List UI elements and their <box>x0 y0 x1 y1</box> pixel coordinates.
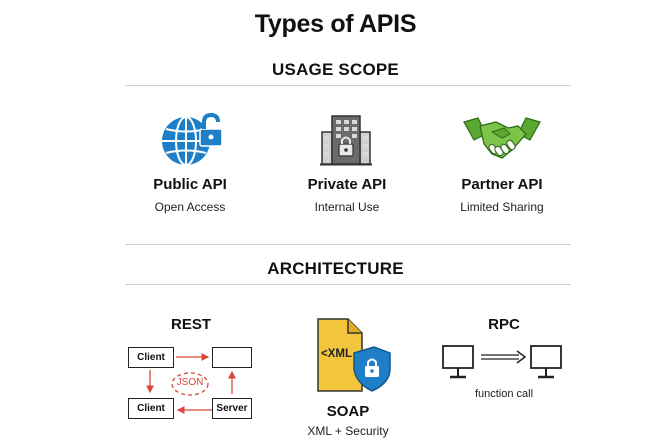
building-lock-icon <box>320 112 372 166</box>
rest-server-box: Server <box>212 398 252 419</box>
partner-api-subtitle: Limited Sharing <box>460 200 544 214</box>
architecture-divider <box>125 284 571 285</box>
rest-title: REST <box>170 316 211 333</box>
rest-json-label: JSON <box>176 377 204 388</box>
computer-icon <box>530 345 562 379</box>
computer-icon <box>442 345 474 379</box>
usage-scope-divider <box>125 85 571 86</box>
rpc-diagram <box>441 344 571 384</box>
public-api-title: Public API <box>153 176 227 193</box>
rest-client-top-label: Client <box>137 352 165 363</box>
rest-client-bottom-label: Client <box>137 403 165 414</box>
architecture-heading: ARCHITECTURE <box>267 259 404 278</box>
architecture-top-divider <box>125 244 571 245</box>
rest-client-top-box: Client <box>128 347 174 368</box>
public-api-subtitle: Open Access <box>154 200 226 214</box>
soap-subtitle: XML + Security <box>307 424 389 438</box>
page-title: Types of APIS <box>254 10 417 38</box>
rpc-caption: function call <box>474 388 534 400</box>
soap-title: SOAP <box>326 403 370 420</box>
rest-client-bottom-box: Client <box>128 398 174 419</box>
rest-empty-box <box>212 347 252 368</box>
private-api-subtitle: Internal Use <box>314 200 380 214</box>
rpc-title: RPC <box>488 316 520 333</box>
globe-lock-icon <box>158 112 228 168</box>
handshake-icon <box>462 114 542 164</box>
xml-document-shield-icon: <XML <box>314 317 392 393</box>
usage-scope-heading: USAGE SCOPE <box>272 60 399 79</box>
partner-api-title: Partner API <box>461 176 543 193</box>
rest-diagram: Client Client Server JSON <box>128 344 258 422</box>
private-api-title: Private API <box>307 176 387 193</box>
xml-doc-label: <XML <box>321 348 352 360</box>
rest-server-label: Server <box>216 403 248 414</box>
